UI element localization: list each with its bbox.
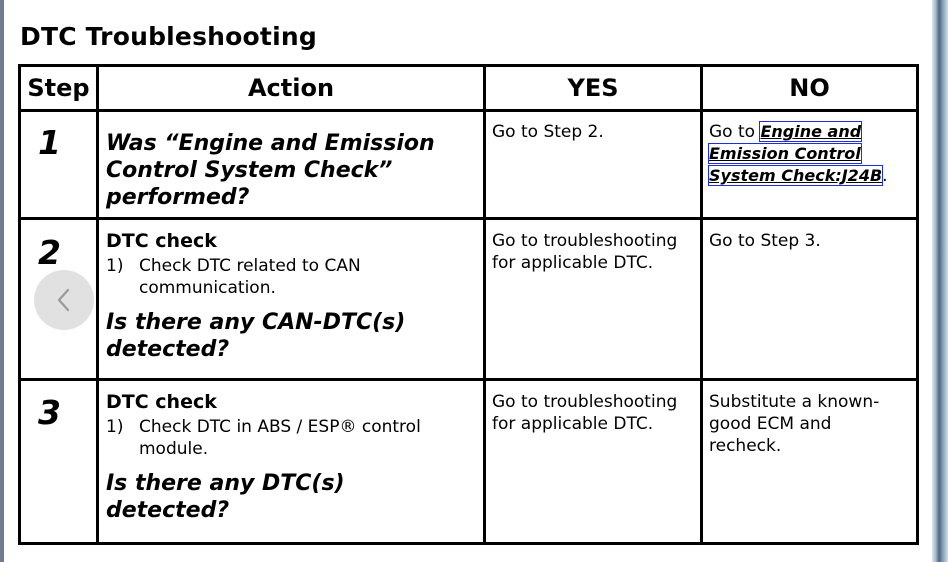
- row-divider: [21, 378, 916, 381]
- no-response-prefix: Go to: [709, 122, 761, 142]
- action-item-number: 1): [106, 256, 124, 276]
- yes-response: Go to troubleshooting for applicable DTC…: [492, 392, 678, 434]
- header-no: NO: [789, 74, 830, 102]
- action-heading: DTC check: [106, 391, 217, 413]
- page-title: DTC Troubleshooting: [20, 22, 317, 51]
- header-yes: YES: [567, 74, 619, 102]
- no-response: Go to Engine and Emission Control System…: [707, 121, 899, 187]
- no-response-suffix: .: [882, 166, 888, 186]
- window-right-edge: [932, 0, 948, 562]
- header-step: Step: [27, 74, 90, 102]
- action-heading: DTC check: [106, 230, 217, 252]
- step-number: 3: [38, 393, 61, 432]
- step-number: 2: [38, 233, 61, 272]
- action-item-number: 1): [106, 417, 124, 437]
- step-question: Was “Engine and Emission Control System …: [106, 131, 435, 210]
- troubleshooting-table: Step Action YES NO 1 Was “Engine and Emi…: [18, 64, 919, 545]
- previous-page-button[interactable]: [34, 270, 94, 330]
- row-divider: [21, 109, 916, 112]
- action-item-text: Check DTC in ABS / ESP® control module.: [139, 417, 421, 459]
- no-response: Substitute a known-good ECM and recheck.: [709, 392, 880, 456]
- column-divider: [483, 67, 486, 542]
- column-divider: [700, 67, 703, 542]
- column-divider: [96, 67, 99, 542]
- step-question: Is there any CAN-DTC(s) detected?: [106, 310, 406, 362]
- header-action: Action: [247, 74, 335, 102]
- system-check-link[interactable]: Engine and Emission Control System Check…: [707, 121, 884, 186]
- row-divider: [21, 217, 916, 220]
- step-number: 1: [38, 123, 61, 162]
- yes-response: Go to Step 2.: [492, 122, 604, 142]
- yes-response: Go to troubleshooting for applicable DTC…: [492, 231, 678, 273]
- action-item-text: Check DTC related to CAN communication.: [139, 256, 361, 298]
- action-item: 1) Check DTC in ABS / ESP® control modul…: [106, 416, 471, 460]
- action-item: 1) Check DTC related to CAN communicatio…: [106, 255, 471, 299]
- step-action: DTC check 1) Check DTC related to CAN co…: [106, 230, 471, 363]
- step-action: DTC check 1) Check DTC in ABS / ESP® con…: [106, 391, 471, 524]
- no-response: Go to Step 3.: [709, 231, 821, 251]
- window-left-edge: [0, 0, 4, 562]
- step-question: Is there any DTC(s) detected?: [106, 471, 345, 523]
- chevron-left-icon: [57, 288, 70, 312]
